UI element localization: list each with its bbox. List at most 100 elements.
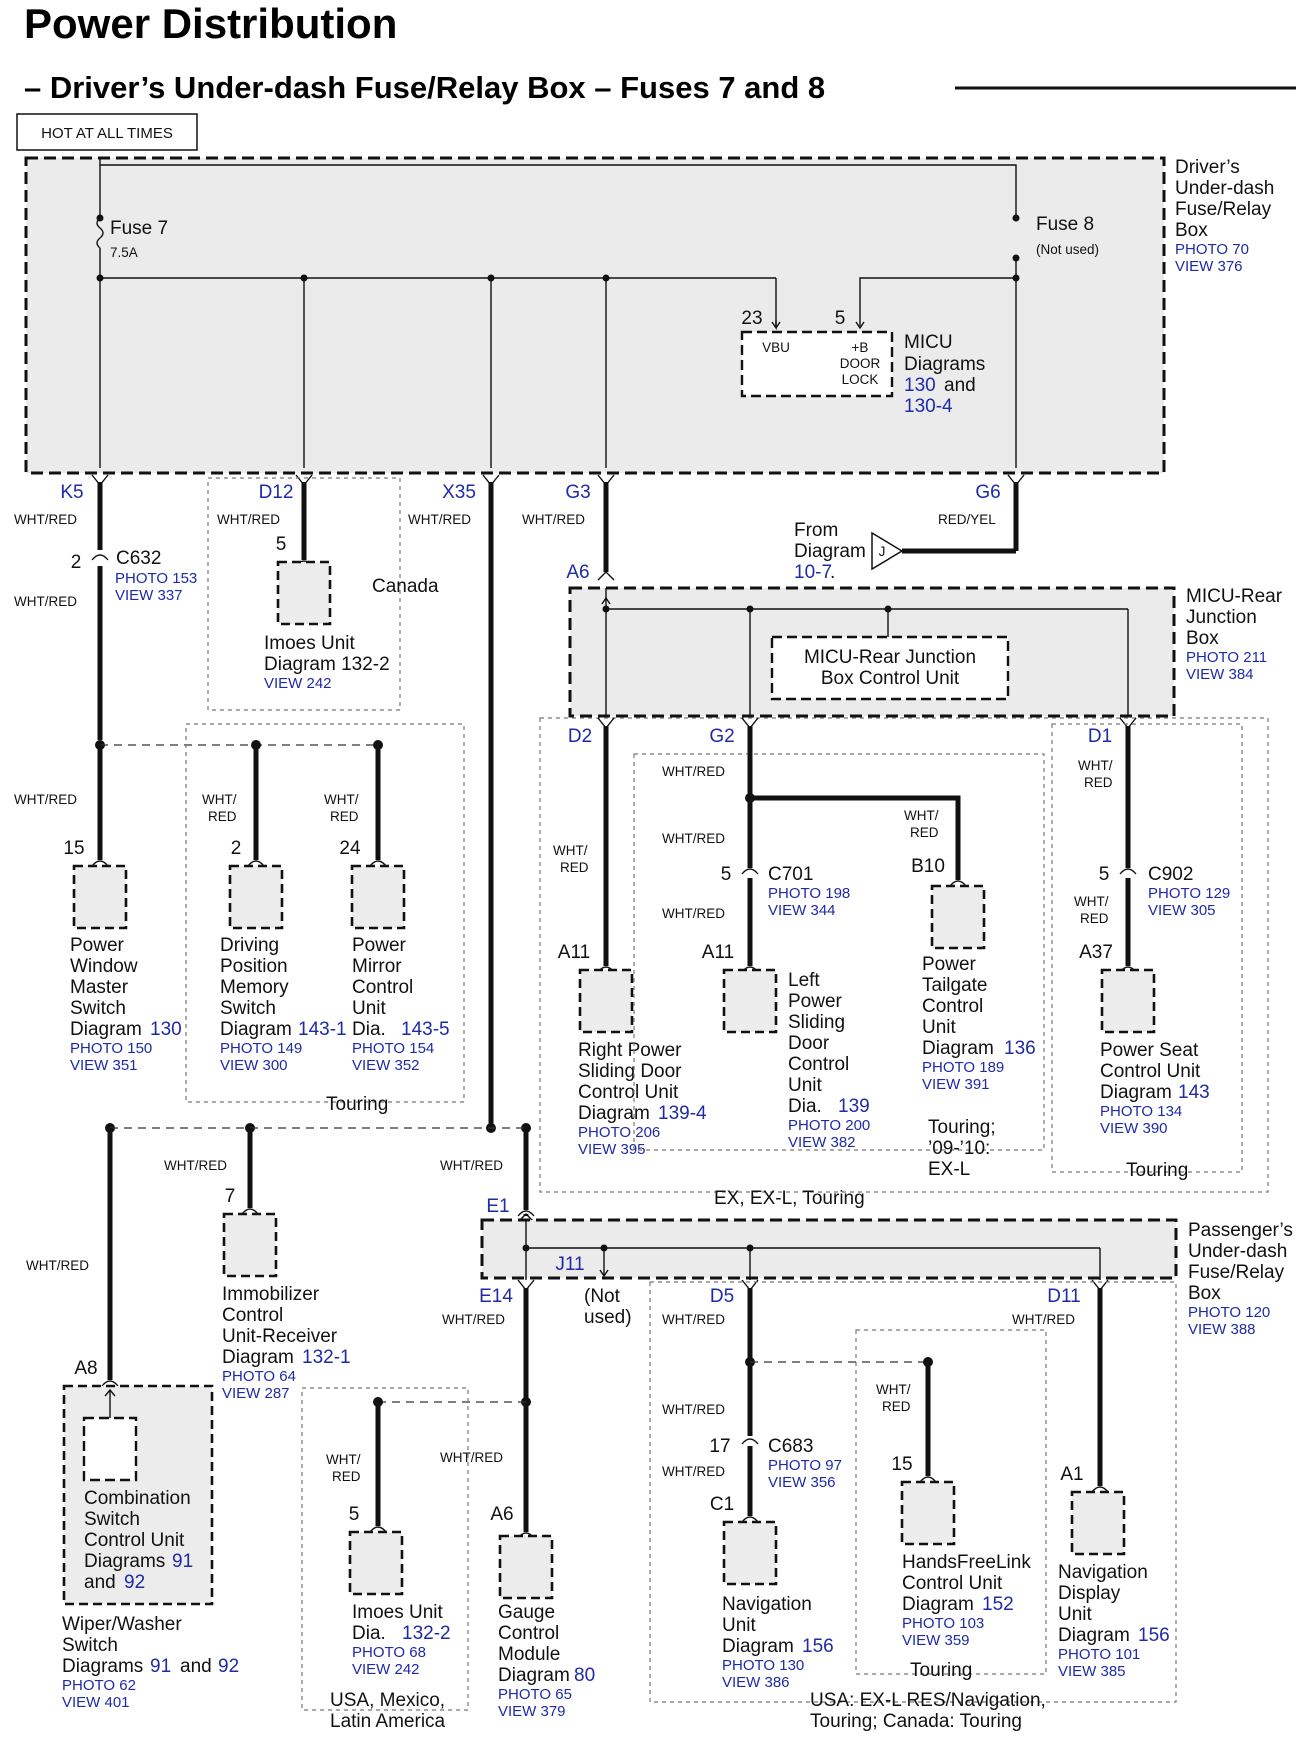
power-seat-control-unit-box — [1100, 968, 1156, 1034]
from-diagram-label: From Diagram 10-7 . — [794, 520, 866, 583]
svg-text:Driver’s: Driver’s — [1175, 157, 1240, 178]
svg-text:Combination: Combination — [84, 1488, 191, 1509]
svg-text:WHT/RED: WHT/RED — [217, 512, 280, 527]
svg-text:Imoes Unit: Imoes Unit — [264, 633, 356, 654]
svg-text:PHOTO 200: PHOTO 200 — [788, 1117, 870, 1134]
navigation-display-unit-label: A1 Navigation Display Unit Diagram 156 P… — [1058, 1464, 1170, 1680]
svg-text:PHOTO 101: PHOTO 101 — [1058, 1646, 1140, 1663]
svg-text:15: 15 — [891, 1454, 912, 1475]
svg-text:MICU-Rear: MICU-Rear — [1186, 586, 1283, 607]
svg-text:5: 5 — [835, 308, 846, 329]
lower-terminals: E14 D5 D11 — [479, 1279, 1109, 1307]
svg-text:Unit: Unit — [1058, 1604, 1093, 1625]
svg-text:Diagrams: Diagrams — [62, 1656, 143, 1677]
passenger-fuse-box-label: Passenger’s Under-dash Fuse/Relay Box PH… — [584, 1220, 1293, 1338]
svg-text:Power: Power — [788, 991, 843, 1012]
svg-text:USA: EX-L RES/Navigation,: USA: EX-L RES/Navigation, — [810, 1690, 1046, 1711]
handsfreelink-control-unit-label: 15 HandsFreeLink Control Unit Diagram 15… — [891, 1454, 1031, 1681]
svg-text:Diagram: Diagram — [922, 1038, 994, 1059]
svg-text:C632: C632 — [116, 548, 161, 569]
svg-text:Unit: Unit — [788, 1075, 823, 1096]
svg-text:156: 156 — [802, 1636, 834, 1657]
immobilizer-unit-label: 7 Immobilizer Control Unit-Receiver Diag… — [222, 1186, 351, 1402]
svg-text:Diagrams: Diagrams — [904, 354, 985, 375]
svg-text:Unit: Unit — [922, 1017, 957, 1038]
svg-text:Control: Control — [498, 1623, 559, 1644]
svg-text:PHOTO 103: PHOTO 103 — [902, 1615, 984, 1632]
svg-text:139-4: 139-4 — [658, 1103, 707, 1124]
power-mirror-control-unit-label: 24 Power Mirror Control Unit Dia. 143-5 … — [326, 838, 450, 1115]
svg-text:5: 5 — [721, 864, 732, 885]
svg-text:Canada: Canada — [372, 576, 439, 597]
svg-text:Diagram: Diagram — [70, 1019, 142, 1040]
svg-text:Gauge: Gauge — [498, 1602, 555, 1623]
svg-text:2: 2 — [71, 552, 82, 573]
touring-1-wires: WHT/ RED WHT/ RED — [202, 740, 387, 867]
svg-text:PHOTO 65: PHOTO 65 — [498, 1686, 572, 1703]
driving-position-memory-switch-label: 2 Driving Position Memory Switch Diagram… — [220, 838, 347, 1074]
svg-text:and: and — [180, 1656, 212, 1677]
svg-text:C902: C902 — [1148, 864, 1193, 885]
svg-text:Diagram: Diagram — [578, 1103, 650, 1124]
svg-text:143-5: 143-5 — [401, 1019, 450, 1040]
power-tailgate-control-unit-box — [930, 884, 986, 950]
svg-text:Power: Power — [922, 954, 977, 975]
svg-text:A11: A11 — [702, 942, 734, 963]
svg-text:Touring: Touring — [910, 1660, 972, 1681]
svg-text:92: 92 — [218, 1656, 239, 1677]
svg-text:VIEW 379: VIEW 379 — [498, 1703, 566, 1720]
svg-text:Touring: Touring — [326, 1094, 388, 1115]
svg-text:EX-L: EX-L — [928, 1159, 970, 1180]
touring-group-3 — [855, 1329, 1047, 1675]
svg-text:VIEW 391: VIEW 391 — [922, 1076, 990, 1093]
svg-text:D1: D1 — [1088, 726, 1112, 747]
svg-text:G2: G2 — [709, 726, 734, 747]
svg-text:PHOTO 97: PHOTO 97 — [768, 1457, 842, 1474]
svg-text:80: 80 — [574, 1665, 595, 1686]
svg-text:92: 92 — [124, 1572, 145, 1593]
svg-text:Dia.: Dia. — [788, 1096, 822, 1117]
svg-text:Latin America: Latin America — [330, 1711, 446, 1732]
micu-labels: 23 5 VBU +B DOOR LOCK MICU Diagrams 130 … — [741, 308, 985, 417]
power-tailgate-control-unit-label: B10 Power Tailgate Control Unit Diagram … — [911, 856, 1036, 1180]
ex-exl-touring-group — [539, 717, 1269, 1193]
svg-text:WHT/RED: WHT/RED — [14, 792, 77, 807]
svg-text:B10: B10 — [911, 856, 945, 877]
g3-wire: WHT/RED A6 — [522, 482, 615, 583]
micu-rear-junction-control-unit — [770, 635, 1010, 701]
svg-text:Driving: Driving — [220, 935, 279, 956]
driver-fuse-box-label: Driver’s Under-dash Fuse/Relay Box PHOTO… — [1175, 157, 1274, 275]
svg-text:G6: G6 — [975, 482, 1000, 503]
micu-box — [740, 330, 894, 398]
svg-text:RED: RED — [1080, 911, 1109, 926]
svg-text:10-7: 10-7 — [794, 562, 832, 583]
svg-text:Diagram: Diagram — [220, 1019, 292, 1040]
svg-text:VIEW 390: VIEW 390 — [1100, 1120, 1168, 1137]
wiper-washer-switch-label: Wiper/Washer Switch Diagrams 91 and 92 P… — [62, 1614, 239, 1711]
svg-text:PHOTO 64: PHOTO 64 — [222, 1368, 296, 1385]
svg-text:Diagram 132-2: Diagram 132-2 — [264, 654, 390, 675]
svg-text:Touring: Touring — [1126, 1160, 1188, 1181]
svg-text:PHOTO 120: PHOTO 120 — [1188, 1304, 1270, 1321]
svg-text:RED: RED — [1084, 775, 1113, 790]
top-terminals: K5 D12 X35 G3 G6 — [60, 482, 1000, 503]
svg-text:and: and — [84, 1572, 116, 1593]
svg-text:Control Unit: Control Unit — [84, 1530, 185, 1551]
svg-text:C683: C683 — [768, 1436, 813, 1457]
svg-text:Control Unit: Control Unit — [1100, 1061, 1201, 1082]
svg-text:Control Unit: Control Unit — [902, 1573, 1003, 1594]
canada-group — [207, 477, 401, 711]
svg-text:E14: E14 — [479, 1286, 513, 1307]
svg-text:156: 156 — [1138, 1625, 1170, 1646]
svg-text:VIEW 344: VIEW 344 — [768, 902, 836, 919]
svg-text:Junction: Junction — [1186, 607, 1257, 628]
imoes-unit-usa-box — [348, 1530, 404, 1596]
right-power-sliding-door-box — [578, 968, 634, 1034]
svg-text:VIEW 388: VIEW 388 — [1188, 1321, 1256, 1338]
right-power-sliding-door-label: A11 Right Power Sliding Door Control Uni… — [558, 942, 707, 1158]
svg-text:MICU: MICU — [904, 332, 953, 353]
svg-text:RED: RED — [910, 825, 939, 840]
svg-text:Switch: Switch — [62, 1635, 118, 1656]
svg-text:Imoes Unit: Imoes Unit — [352, 1602, 444, 1623]
svg-text:RED: RED — [330, 809, 359, 824]
